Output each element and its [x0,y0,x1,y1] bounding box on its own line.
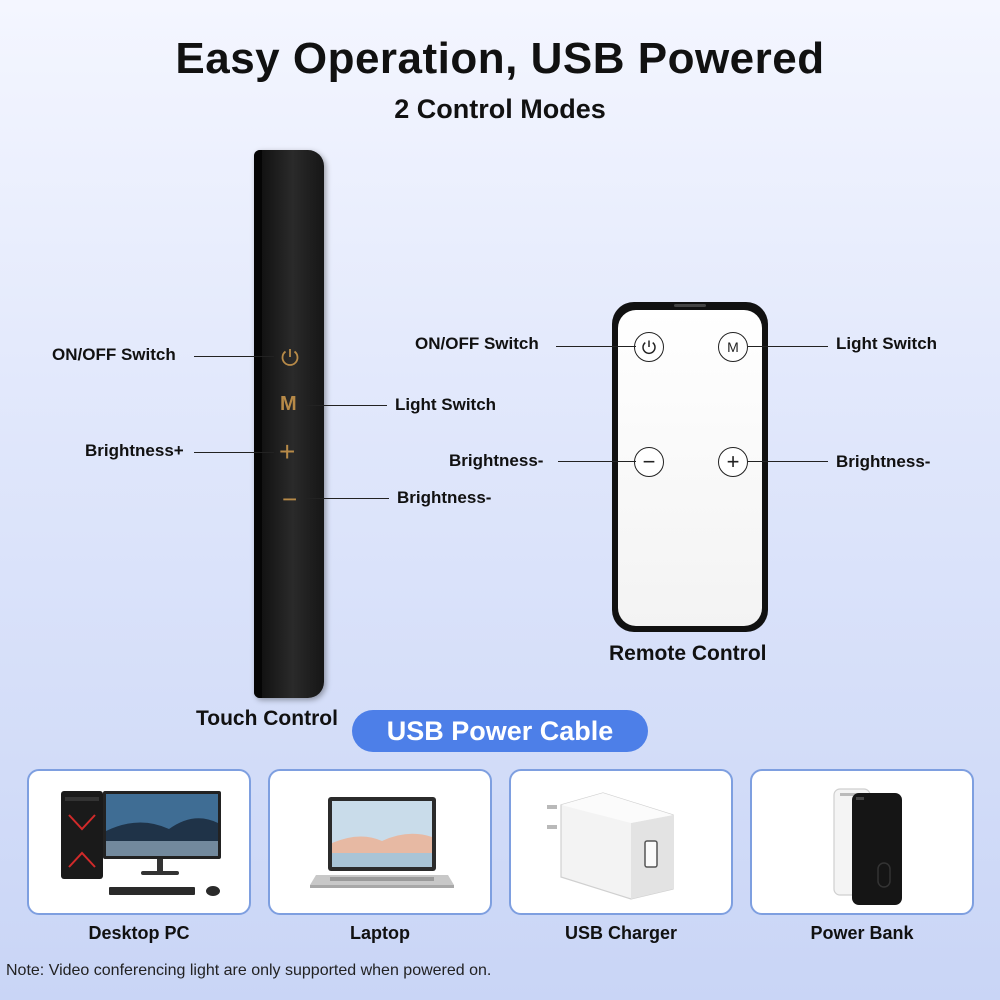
power-bank-label: Power Bank [810,923,914,943]
remote-minus-label: Brightness- [449,451,544,470]
desktop-pc-label: Desktop PC [88,923,190,943]
laptop-label: Laptop [350,923,410,943]
remote-plus-line [748,461,828,463]
remote-control-caption: Remote Control [609,642,767,665]
touch-control-caption: Touch Control [196,707,338,730]
usb-charger-card [509,769,733,915]
touch-panel [254,150,324,698]
touch-power-label: ON/OFF Switch [52,345,176,364]
touch-minus-icon[interactable]: − [282,484,298,514]
touch-mode-icon[interactable]: M [280,393,297,415]
usb-charger-label: USB Charger [564,923,678,943]
remote-mode-button[interactable]: M [718,332,748,362]
touch-minus-line [305,498,389,500]
remote-minus-line [558,461,636,463]
laptop-icon [310,797,454,888]
desktop-pc-card [27,769,251,915]
touch-mode-label: Light Switch [395,395,497,414]
plus-icon: + [726,449,740,474]
mode-icon: M [727,339,739,355]
power-bank-card [750,769,974,915]
touch-mode-line [305,405,387,407]
touch-minus-label: Brightness- [397,488,492,507]
remote-power-label: ON/OFF Switch [415,334,539,353]
page-title: Easy Operation, USB Powered [175,34,825,83]
remote-ir-window [674,304,706,307]
touch-power-icon[interactable] [279,346,301,368]
touch-plus-icon[interactable]: + [279,436,296,467]
remote-power-button[interactable] [634,332,664,362]
page-subtitle: 2 Control Modes [394,94,606,124]
touch-panel-edge [254,150,262,698]
usb-charger-icon [547,792,674,900]
footer-note: Note: Video conferencing light are only … [6,962,492,979]
remote-plus-label: Brightness- [836,452,931,471]
touch-power-line [194,356,274,358]
remote-plus-button[interactable]: + [718,447,748,477]
touch-plus-label: Brightness+ [85,441,184,460]
power-bank-icon [833,788,902,905]
minus-icon: − [642,449,656,474]
power-icon [642,340,656,354]
touch-plus-line [194,452,274,454]
remote-mode-label: Light Switch [836,334,938,353]
remote-mode-line [748,346,828,348]
usb-power-cable-badge: USB Power Cable [352,710,648,752]
laptop-card [268,769,492,915]
remote-power-line [556,346,636,348]
desktop-pc-icon [61,791,221,896]
remote-minus-button[interactable]: − [634,447,664,477]
